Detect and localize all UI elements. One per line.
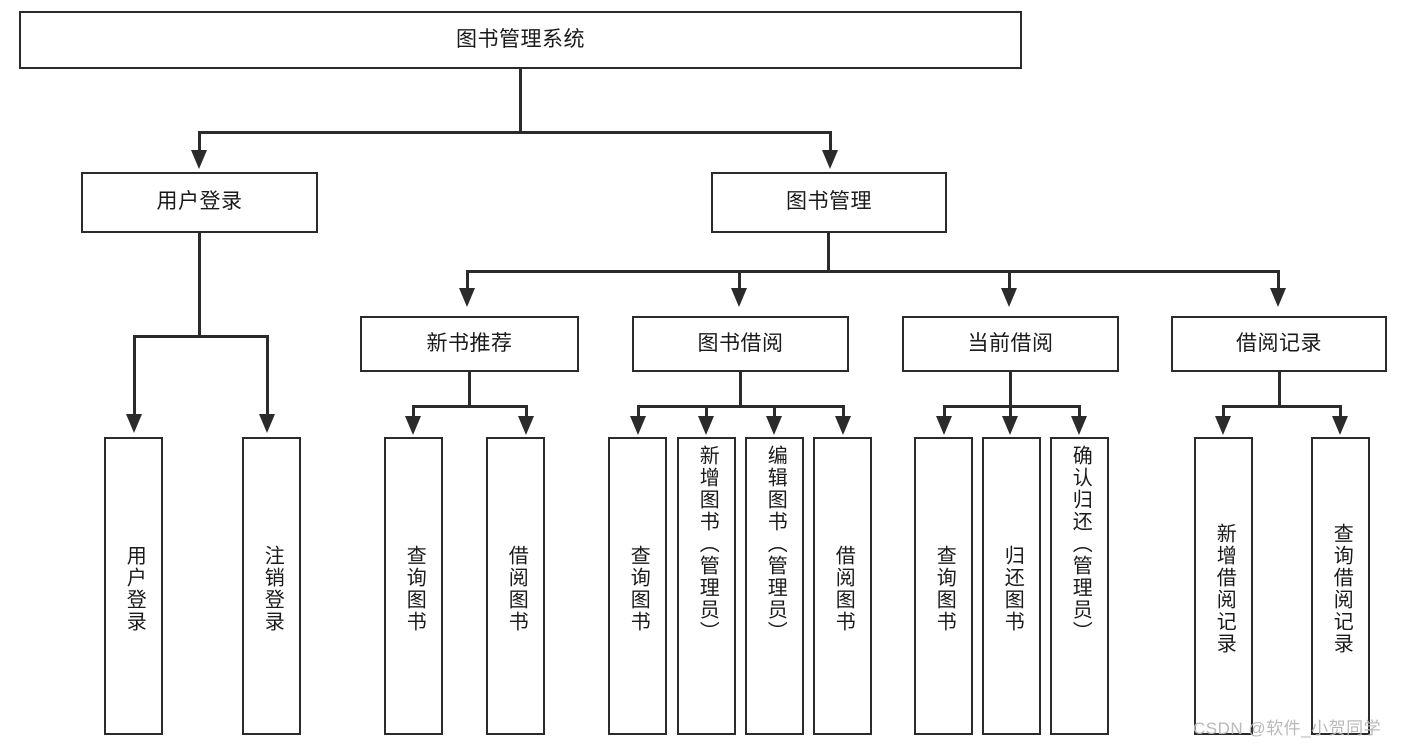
- connector-user-login-stem: [198, 233, 201, 337]
- connector-borrow-record-bus: [1222, 405, 1342, 408]
- arrow-to-leaf-return-book: [1002, 416, 1018, 435]
- connector-current-borrow-2: [1009, 405, 1012, 419]
- leaf-borrow-book[interactable]: 借阅图书: [813, 437, 872, 735]
- leaf-add-book-admin[interactable]: 新增图书（管理员）: [677, 437, 736, 735]
- connector-book-borrow-stem: [739, 372, 742, 407]
- arrow-to-current-borrow: [1001, 288, 1017, 307]
- connector-book-borrow-bus: [637, 405, 845, 408]
- node-book-management[interactable]: 图书管理: [711, 172, 947, 233]
- arrow-to-leaf-borrow-book-2: [835, 416, 851, 435]
- connector-current-borrow-bus: [943, 405, 1081, 408]
- node-label: 用户登录: [156, 190, 243, 214]
- node-label: 查询图书: [627, 545, 650, 633]
- arrow-to-leaf-confirm-return: [1071, 416, 1087, 435]
- arrow-to-leaf-query-book-1: [405, 416, 421, 435]
- node-label: 图书借阅: [697, 331, 784, 355]
- arrow-to-leaf-edit-book: [766, 416, 782, 435]
- arrow-to-book-borrow: [731, 288, 747, 307]
- connector-current-borrow-3: [1078, 405, 1081, 419]
- connector-user-login-bus: [133, 335, 269, 338]
- connector-book-borrow-3: [773, 405, 776, 419]
- node-label: 编辑图书（管理员）: [764, 445, 787, 643]
- node-label: 新增图书（管理员）: [696, 445, 719, 643]
- connector-new-book-stem: [468, 372, 471, 407]
- connector-root-stem: [519, 69, 522, 133]
- node-new-book-recommend[interactable]: 新书推荐: [360, 316, 579, 372]
- node-label: 注销登录: [261, 545, 284, 633]
- arrow-to-leaf-add-borrow-record: [1215, 416, 1231, 435]
- node-label: 查询图书: [933, 545, 956, 633]
- arrow-to-new-book-recommend: [459, 288, 475, 307]
- leaf-user-login[interactable]: 用户登录: [104, 437, 163, 735]
- node-root-book-management-system[interactable]: 图书管理系统: [19, 11, 1022, 69]
- arrow-to-leaf-query-book-3: [936, 416, 952, 435]
- leaf-borrow-book-recommend[interactable]: 借阅图书: [486, 437, 545, 735]
- arrow-to-leaf-add-book: [698, 416, 714, 435]
- node-label: 借阅记录: [1236, 331, 1322, 355]
- node-label: 确认归还（管理员）: [1069, 445, 1092, 643]
- leaf-query-book-recommend[interactable]: 查询图书: [384, 437, 443, 735]
- leaf-logout[interactable]: 注销登录: [242, 437, 301, 735]
- arrow-to-leaf-user-login: [126, 414, 142, 433]
- node-label: 归还图书: [1001, 545, 1024, 633]
- connector-bus-to-current-borrow: [1008, 270, 1011, 290]
- arrow-to-leaf-logout: [259, 414, 275, 433]
- node-label: 借阅图书: [832, 545, 855, 633]
- node-user-login[interactable]: 用户登录: [81, 172, 318, 233]
- arrow-to-leaf-borrow-book-1: [518, 416, 534, 435]
- connector-borrow-record-right: [1339, 405, 1342, 419]
- connector-borrow-record-left: [1222, 405, 1225, 419]
- connector-bus-to-borrow-record: [1277, 270, 1280, 290]
- node-label: 图书管理系统: [456, 27, 585, 51]
- node-label: 借阅图书: [505, 545, 528, 633]
- node-label: 当前借阅: [967, 331, 1054, 355]
- arrow-root-to-book-management: [822, 150, 838, 169]
- node-label: 新增借阅记录: [1213, 523, 1236, 655]
- arrow-to-leaf-query-borrow-record: [1332, 416, 1348, 435]
- connector-current-borrow-stem: [1009, 372, 1012, 407]
- node-label: 查询图书: [403, 545, 426, 633]
- leaf-edit-book-admin[interactable]: 编辑图书（管理员）: [745, 437, 804, 735]
- node-label: 新书推荐: [426, 331, 513, 355]
- connector-user-login-right: [266, 335, 269, 417]
- connector-root-to-user-login: [198, 131, 201, 153]
- connector-borrow-record-stem: [1278, 372, 1281, 407]
- connector-new-book-bus: [412, 405, 528, 408]
- connector-book-management-stem: [827, 233, 830, 272]
- connector-user-login-left: [133, 335, 136, 417]
- connector-book-borrow-1: [637, 405, 640, 419]
- connector-book-borrow-4: [842, 405, 845, 419]
- connector-level3-bus: [466, 270, 1280, 273]
- leaf-confirm-return-admin[interactable]: 确认归还（管理员）: [1050, 437, 1109, 735]
- connector-root-bus: [198, 131, 832, 134]
- connector-bus-to-book-borrow: [738, 270, 741, 290]
- node-label: 图书管理: [786, 190, 872, 214]
- arrow-root-to-user-login: [191, 150, 207, 169]
- connector-current-borrow-1: [943, 405, 946, 419]
- leaf-query-book-borrow[interactable]: 查询图书: [608, 437, 667, 735]
- node-label: 查询借阅记录: [1330, 523, 1353, 655]
- node-current-borrow[interactable]: 当前借阅: [902, 316, 1119, 372]
- node-book-borrow[interactable]: 图书借阅: [632, 316, 849, 372]
- node-label: 用户登录: [123, 545, 146, 633]
- arrow-to-borrow-record: [1270, 288, 1286, 307]
- connector-book-borrow-2: [705, 405, 708, 419]
- leaf-query-borrow-record[interactable]: 查询借阅记录: [1311, 437, 1370, 735]
- connector-bus-to-new-book: [466, 270, 469, 290]
- connector-new-book-right: [525, 405, 528, 419]
- arrow-to-leaf-query-book-2: [630, 416, 646, 435]
- connector-new-book-left: [412, 405, 415, 419]
- leaf-add-borrow-record[interactable]: 新增借阅记录: [1194, 437, 1253, 735]
- leaf-return-book[interactable]: 归还图书: [982, 437, 1041, 735]
- connector-root-to-book-management: [829, 131, 832, 153]
- csdn-watermark: CSDN @软件_小贺同学: [1193, 719, 1382, 738]
- node-borrow-record[interactable]: 借阅记录: [1171, 316, 1387, 372]
- leaf-query-book-current[interactable]: 查询图书: [914, 437, 973, 735]
